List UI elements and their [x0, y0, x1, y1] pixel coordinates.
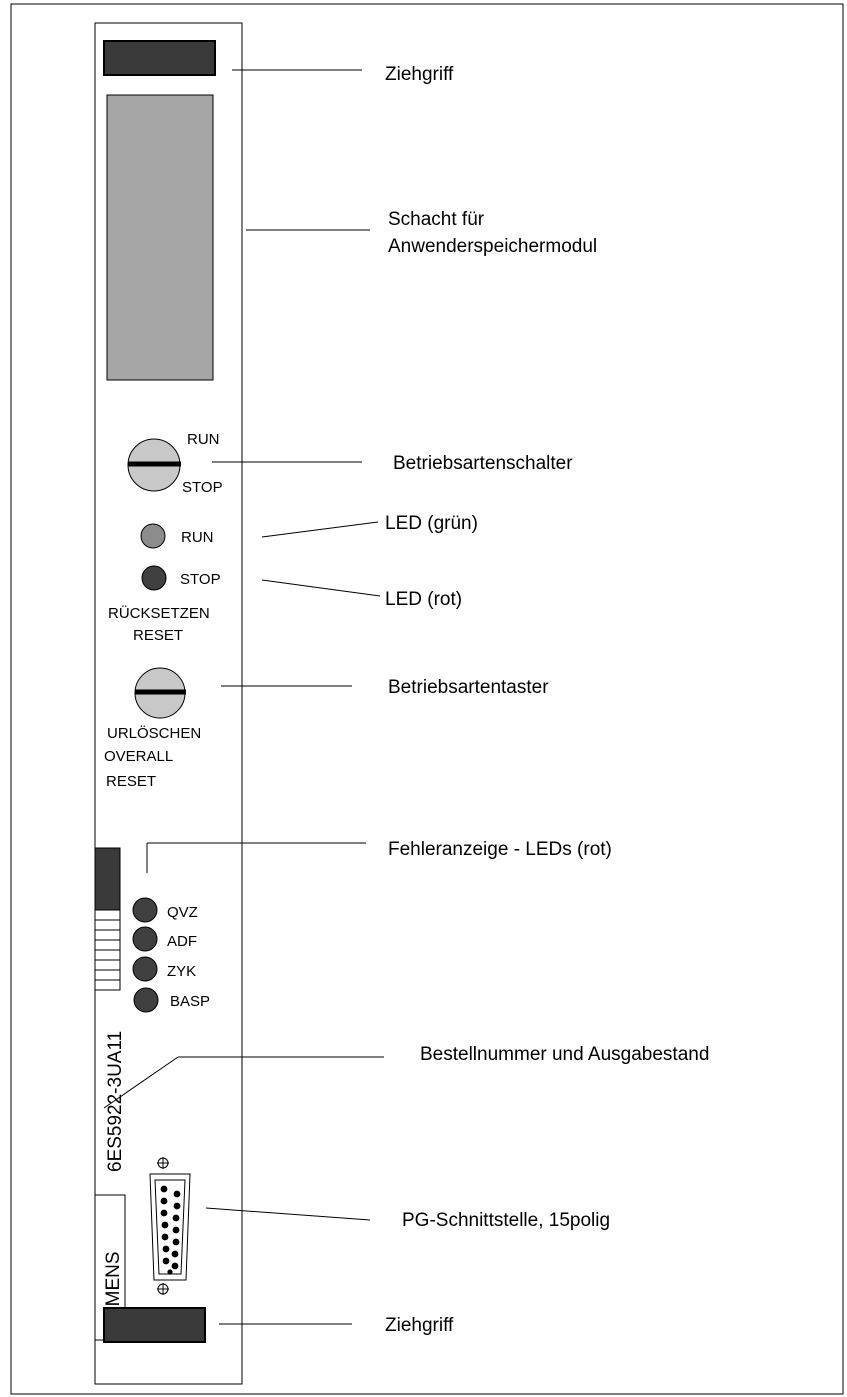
memory-module-slot [106, 94, 214, 381]
leader-lines [103, 69, 384, 1325]
led-stop-label: STOP [180, 571, 221, 588]
callout-error-leds: Fehleranzeige - LEDs (rot) [388, 839, 612, 860]
error-led-adf-label: ADF [167, 933, 197, 950]
pg-connector-inner [154, 1179, 186, 1275]
side-tab-dark [94, 847, 121, 911]
error-led-adf [132, 926, 158, 952]
overall-reset-line3: RESET [106, 773, 156, 790]
leader-led-green [261, 521, 379, 538]
error-led-basp [133, 987, 159, 1013]
reset-en-label: RESET [133, 627, 183, 644]
led-stop [141, 565, 167, 591]
callout-led-red: LED (rot) [385, 589, 462, 610]
front-panel: RUN STOP RUN STOP RÜCKSETZEN RESET URLÖS… [94, 22, 243, 1385]
leader-led-red [261, 579, 381, 597]
bottom-handle [103, 1307, 206, 1343]
outer-frame [10, 3, 844, 1395]
error-led-qvz [132, 897, 158, 923]
callout-order-number: Bestellnummer und Ausgabestand [420, 1044, 709, 1065]
error-led-zyk-label: ZYK [167, 963, 196, 980]
leader-order-number-d [103, 1056, 179, 1109]
pg-pins [160, 1185, 181, 1275]
callout-handle-bottom: Ziehgriff [385, 1315, 454, 1336]
pg-screw-top [157, 1157, 169, 1169]
mode-switch [127, 438, 181, 492]
overall-reset-line2: OVERALL [104, 748, 173, 765]
callout-mode-button: Betriebsartentaster [388, 677, 549, 698]
pg-connector [149, 1157, 191, 1295]
leader-pg-interface [205, 1207, 371, 1221]
led-run-label: RUN [181, 529, 214, 546]
led-run [140, 523, 166, 549]
error-led-zyk [132, 956, 158, 982]
top-handle [103, 40, 216, 76]
error-led-basp-label: BASP [170, 993, 210, 1010]
callout-slot-line2: Anwenderspeichermodul [388, 236, 597, 257]
callout-handle-top: Ziehgriff [385, 64, 454, 85]
pg-screw-bottom [157, 1283, 169, 1295]
overall-reset-line1: URLÖSCHEN [107, 724, 201, 742]
order-number-label: 6ES5922-3UA11 [105, 1031, 126, 1172]
switch-stop-label: STOP [182, 479, 223, 496]
reset-de-label: RÜCKSETZEN [108, 604, 210, 622]
switch-run-label: RUN [187, 431, 220, 448]
error-led-qvz-label: QVZ [167, 904, 198, 921]
side-tab-ribs [94, 909, 121, 991]
callout-slot-line1: Schacht für [388, 209, 485, 230]
callout-mode-switch: Betriebsartenschalter [393, 453, 573, 474]
callout-led-green: LED (grün) [385, 513, 478, 534]
callout-pg-interface: PG-Schnittstelle, 15polig [402, 1210, 610, 1231]
mode-button [134, 667, 186, 719]
